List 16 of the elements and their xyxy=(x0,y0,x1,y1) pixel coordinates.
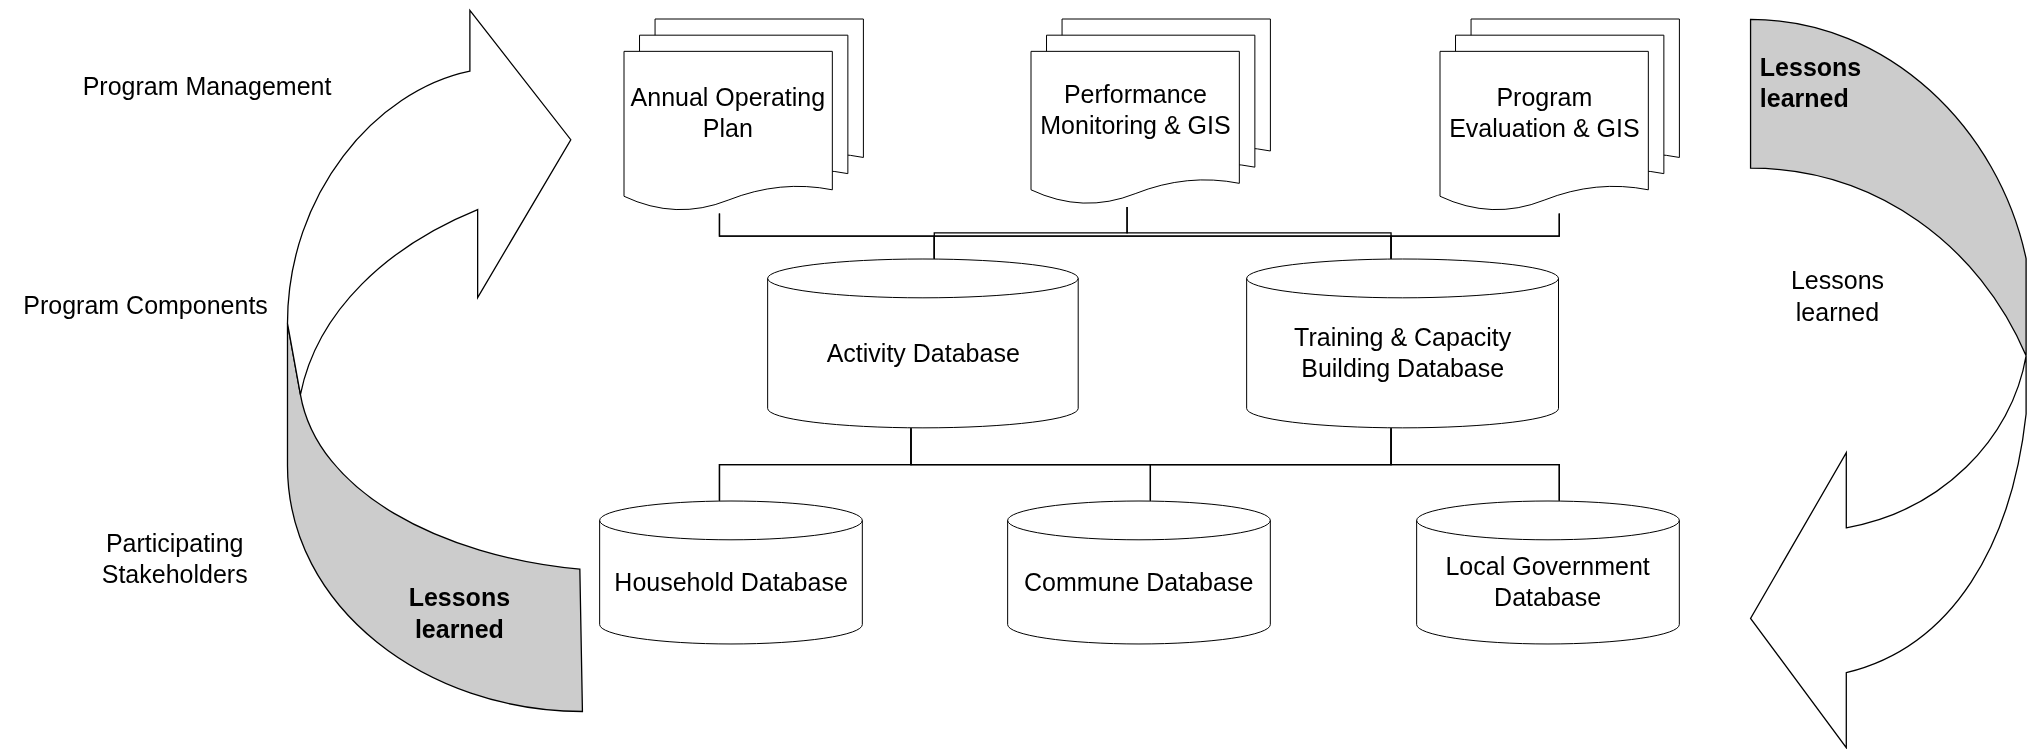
node-label: Training & Capacity Building Database xyxy=(1293,322,1513,385)
node-label: Annual Operating Plan xyxy=(629,81,827,145)
text-label: Program Management xyxy=(81,71,333,103)
node-label: Commune Database xyxy=(1024,566,1254,598)
node-label: Performance Monitoring & GIS xyxy=(1039,78,1232,141)
text-label: Participating Stakeholders xyxy=(100,527,249,591)
text-label: Lessons learned xyxy=(407,582,512,645)
node-label: Household Database xyxy=(614,566,848,598)
node-label: Local Government Database xyxy=(1444,551,1651,614)
text-label: Program Components xyxy=(22,289,269,321)
node-label: Program Evaluation & GIS xyxy=(1448,81,1641,145)
connector-line xyxy=(1390,212,1560,260)
connector-line xyxy=(1390,427,1560,502)
text-label: Lessons learned xyxy=(1789,265,1886,328)
node-label: Activity Database xyxy=(826,337,1020,369)
text-label: Lessons learned xyxy=(1759,51,1863,114)
